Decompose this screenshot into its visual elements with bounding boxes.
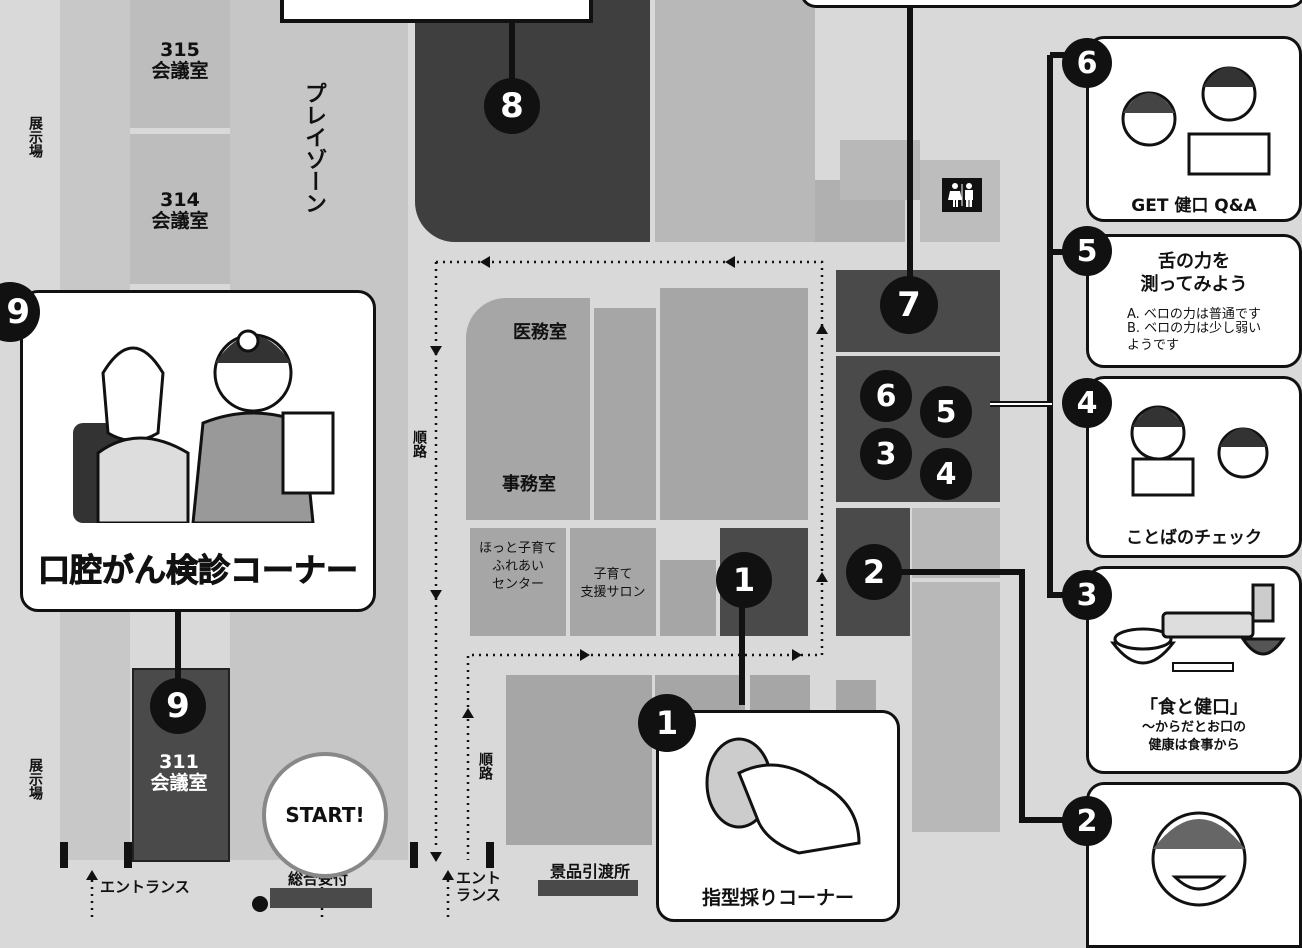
badge-2-card: 2 bbox=[1062, 796, 1112, 846]
corner-3-title: 「食と健口」 bbox=[1140, 697, 1248, 718]
label-exhibit-top: 展示場 bbox=[27, 116, 43, 158]
label-prize: 景品引渡所 bbox=[549, 862, 630, 881]
room-3456 bbox=[836, 356, 1000, 502]
corner-6-title: GET 健口 Q&A bbox=[1131, 196, 1257, 216]
card-8-top bbox=[280, 0, 593, 23]
block-right-1 bbox=[912, 508, 1000, 578]
badge-2-map: 2 bbox=[846, 544, 902, 600]
badge-1-map: 1 bbox=[716, 552, 772, 608]
room-kids-center bbox=[470, 528, 566, 636]
finger-mold-illustration bbox=[705, 737, 861, 855]
qa-illustration bbox=[1121, 66, 1271, 176]
block-top-right bbox=[655, 0, 815, 242]
badge-3-card: 3 bbox=[1062, 570, 1112, 620]
block-right-2 bbox=[912, 582, 1000, 832]
badge-7: 7 bbox=[880, 276, 938, 334]
label-office: 事務室 bbox=[502, 474, 556, 495]
room-medical bbox=[466, 298, 590, 520]
start-dot bbox=[252, 896, 268, 912]
meal-illustration bbox=[1109, 583, 1286, 672]
room-314 bbox=[130, 134, 230, 284]
label-311: 311 会議室 bbox=[150, 751, 208, 794]
wall-stub bbox=[410, 842, 418, 868]
room-kids-salon bbox=[570, 528, 656, 636]
label-route-bottom: 順路 bbox=[477, 752, 493, 780]
corner-card-1: 指型採りコーナー bbox=[656, 710, 900, 922]
label-exhibit-bottom: 展示場 bbox=[27, 758, 43, 800]
block-small bbox=[660, 560, 716, 636]
badge-1-card: 1 bbox=[638, 694, 696, 752]
badge-5-map: 5 bbox=[920, 386, 972, 438]
label-route-top: 順路 bbox=[411, 430, 427, 458]
badge-9-room: 9 bbox=[150, 678, 206, 734]
label-playzone: プレイゾーン bbox=[301, 82, 326, 214]
label-entrance-right: エント ランス bbox=[456, 869, 502, 904]
corner-5-answer-a: A. ベロの力は普通です bbox=[1127, 307, 1261, 322]
corner-card-3: 「食と健口」 〜からだとお口の 健康は食事から bbox=[1086, 566, 1302, 774]
label-314: 314 会議室 bbox=[151, 189, 209, 232]
corner-5-title: 舌の力を 測ってみよう bbox=[1140, 251, 1248, 295]
start-bubble: START! bbox=[262, 752, 388, 878]
wall-stub bbox=[60, 842, 68, 868]
speech-check-illustration bbox=[1130, 405, 1269, 497]
badge-4-map: 4 bbox=[920, 448, 972, 500]
doctor-patient-illustration bbox=[73, 329, 335, 523]
restroom-glyph bbox=[948, 183, 973, 207]
corner-card-4: ことばのチェック bbox=[1086, 376, 1302, 558]
badge-5-card: 5 bbox=[1062, 226, 1112, 276]
badge-8: 8 bbox=[484, 78, 540, 134]
corner-5-answer-b: B. ベロの力は少し弱い ようです bbox=[1127, 321, 1262, 353]
block-mid-2 bbox=[660, 288, 808, 520]
block-step-2 bbox=[840, 140, 920, 200]
corner-card-6: GET 健口 Q&A bbox=[1086, 36, 1302, 222]
block-bottom-1 bbox=[506, 675, 652, 845]
label-medical: 医務室 bbox=[513, 322, 567, 343]
badge-3-map: 3 bbox=[860, 428, 912, 480]
block-bottom-3 bbox=[750, 675, 810, 715]
start-label: START! bbox=[285, 803, 365, 827]
label-entrance-left: エントランス bbox=[100, 878, 190, 896]
corner-card-2 bbox=[1086, 782, 1302, 948]
label-315: 315 会議室 bbox=[151, 39, 209, 82]
room-315 bbox=[130, 0, 230, 128]
wall-stub bbox=[124, 842, 132, 868]
block-mid-1 bbox=[594, 308, 656, 520]
badge-6-map: 6 bbox=[860, 370, 912, 422]
badge-6-card: 6 bbox=[1062, 38, 1112, 88]
badge-4-card: 4 bbox=[1062, 378, 1112, 428]
corner-1-title: 指型採りコーナー bbox=[701, 887, 854, 909]
smiling-man-illustration bbox=[1151, 811, 1247, 907]
reception-counter bbox=[270, 888, 372, 908]
wall-stub bbox=[486, 842, 494, 868]
prize-counter bbox=[538, 880, 638, 896]
corner-9-title: 口腔がん検診コーナー bbox=[37, 551, 358, 590]
label-kids-center: ほっと子育て ふれあい センター bbox=[478, 541, 557, 593]
label-kids-salon: 子育て 支援サロン bbox=[580, 567, 646, 601]
corner-card-9: 口腔がん検診コーナー bbox=[20, 290, 376, 612]
corner-4-title: ことばのチェック bbox=[1126, 528, 1262, 548]
corner-card-5: 舌の力を 測ってみよう A. ベロの力は普通です B. ベロの力は少し弱い よう… bbox=[1086, 234, 1302, 368]
corner-3-subtitle: 〜からだとお口の 健康は食事から bbox=[1141, 720, 1246, 753]
restroom-icon bbox=[942, 178, 982, 212]
